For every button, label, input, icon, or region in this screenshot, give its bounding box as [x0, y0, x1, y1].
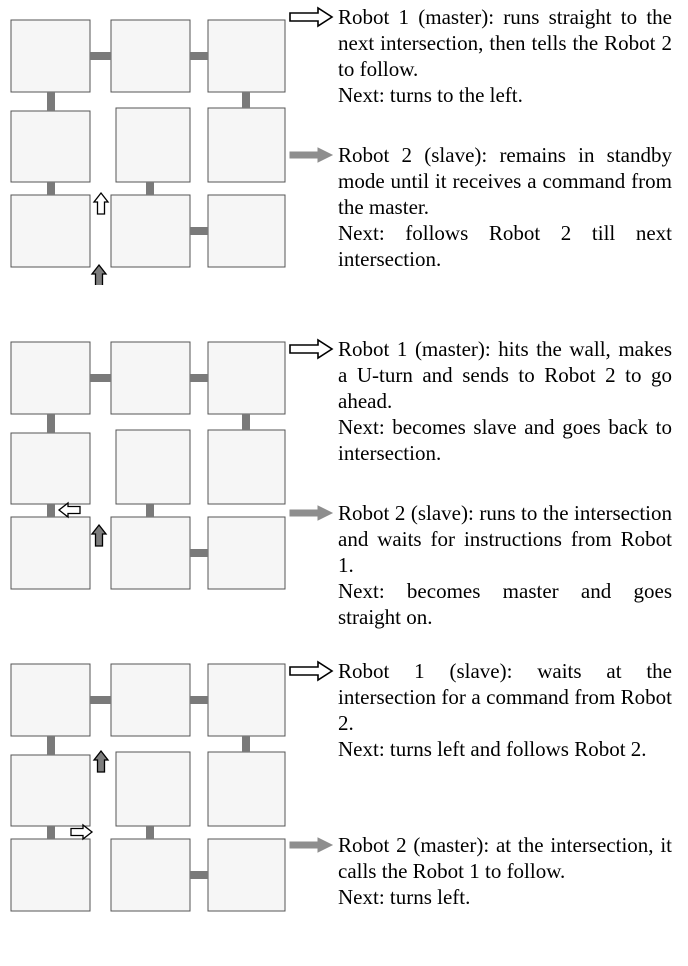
- maze-block: [207, 838, 286, 912]
- maze-block: [207, 751, 286, 827]
- maze-block: [10, 110, 91, 183]
- maze-block: [10, 19, 91, 93]
- maze-connector: [190, 374, 208, 382]
- robot2-arrow-icon: [92, 749, 110, 773]
- robot2-next: Next: follows Robot 2 till next intersec…: [338, 221, 672, 271]
- maze-connector: [242, 92, 250, 108]
- maze-connector: [190, 696, 208, 704]
- maze-connector: [47, 736, 55, 755]
- maze-connector: [146, 182, 154, 195]
- panel-1: Robot 1 (master): runs straight to the n…: [0, 0, 688, 300]
- maze-block: [10, 341, 91, 415]
- maze-diagram: [0, 644, 300, 929]
- robot2-next: Next: turns left.: [338, 885, 471, 909]
- robot1-description: Robot 1 (slave): waits at the intersecti…: [289, 658, 672, 762]
- maze-block: [207, 341, 286, 415]
- maze-connector: [242, 414, 250, 430]
- maze-connector: [190, 549, 208, 557]
- robot2-description: Robot 2 (slave): remains in standby mode…: [289, 142, 672, 272]
- maze-connector: [242, 736, 250, 752]
- maze-block: [110, 341, 191, 415]
- robot1-description: Robot 1 (master): hits the wall, makes a…: [289, 336, 672, 466]
- maze-block: [110, 838, 191, 912]
- robot1-text: Robot 1 (master): hits the wall, makes a…: [338, 337, 672, 413]
- maze-connector: [190, 227, 208, 235]
- maze-connector: [47, 182, 55, 195]
- panel-2: Robot 1 (master): hits the wall, makes a…: [0, 322, 688, 629]
- maze-connector: [190, 871, 208, 879]
- maze-block: [207, 194, 286, 268]
- maze-block: [115, 429, 191, 505]
- gray-arrow-icon: [289, 837, 334, 853]
- robot2-description: Robot 2 (slave): runs to the intersectio…: [289, 500, 672, 630]
- robot1-text: Robot 1 (master): runs straight to the n…: [338, 5, 672, 81]
- maze-block: [207, 516, 286, 590]
- maze-block: [10, 516, 91, 590]
- maze-connector: [146, 826, 154, 839]
- robot1-arrow-icon: [92, 191, 110, 215]
- robot2-text: Robot 2 (slave): runs to the intersectio…: [338, 501, 672, 577]
- hollow-arrow-icon: [289, 338, 334, 360]
- maze-block: [10, 194, 91, 268]
- maze-block: [207, 429, 286, 505]
- robot1-text: Robot 1 (slave): waits at the intersecti…: [338, 659, 672, 735]
- maze-connector: [90, 52, 111, 60]
- maze-block: [110, 19, 191, 93]
- maze-connector: [47, 504, 55, 517]
- maze-connector: [90, 374, 111, 382]
- maze-block: [115, 107, 191, 183]
- maze-block: [10, 754, 91, 827]
- maze-block: [110, 663, 191, 737]
- maze-block: [115, 751, 191, 827]
- gray-arrow-icon: [289, 147, 334, 163]
- maze-diagram: [0, 0, 300, 285]
- robot2-arrow-icon: [90, 263, 108, 285]
- robot2-description: Robot 2 (master): at the intersection, i…: [289, 832, 672, 910]
- robot1-next: Next: turns left and follows Robot 2.: [338, 737, 647, 761]
- maze-block: [10, 663, 91, 737]
- maze-block: [207, 107, 286, 183]
- robot1-arrow-icon: [57, 501, 81, 519]
- robot1-next: Next: becomes slave and goes back to int…: [338, 415, 672, 465]
- maze-diagram: [0, 322, 300, 607]
- gray-arrow-icon: [289, 505, 334, 521]
- maze-connector: [190, 52, 208, 60]
- maze-block: [110, 194, 191, 268]
- robot2-text: Robot 2 (master): at the intersection, i…: [338, 833, 672, 883]
- maze-connector: [47, 826, 55, 839]
- robot1-description: Robot 1 (master): runs straight to the n…: [289, 4, 672, 108]
- maze-connector: [146, 504, 154, 517]
- maze-connector: [47, 414, 55, 433]
- maze-block: [10, 432, 91, 505]
- maze-block: [207, 19, 286, 93]
- robot1-next: Next: turns to the left.: [338, 83, 523, 107]
- maze-connector: [47, 92, 55, 111]
- hollow-arrow-icon: [289, 6, 334, 28]
- robot2-next: Next: becomes master and goes straight o…: [338, 579, 672, 629]
- maze-connector: [90, 696, 111, 704]
- robot1-arrow-icon: [70, 823, 94, 841]
- maze-block: [110, 516, 191, 590]
- hollow-arrow-icon: [289, 660, 334, 682]
- robot2-arrow-icon: [90, 523, 108, 547]
- robot2-text: Robot 2 (slave): remains in standby mode…: [338, 143, 672, 219]
- maze-block: [10, 838, 91, 912]
- maze-block: [207, 663, 286, 737]
- panel-3: Robot 1 (slave): waits at the intersecti…: [0, 644, 688, 966]
